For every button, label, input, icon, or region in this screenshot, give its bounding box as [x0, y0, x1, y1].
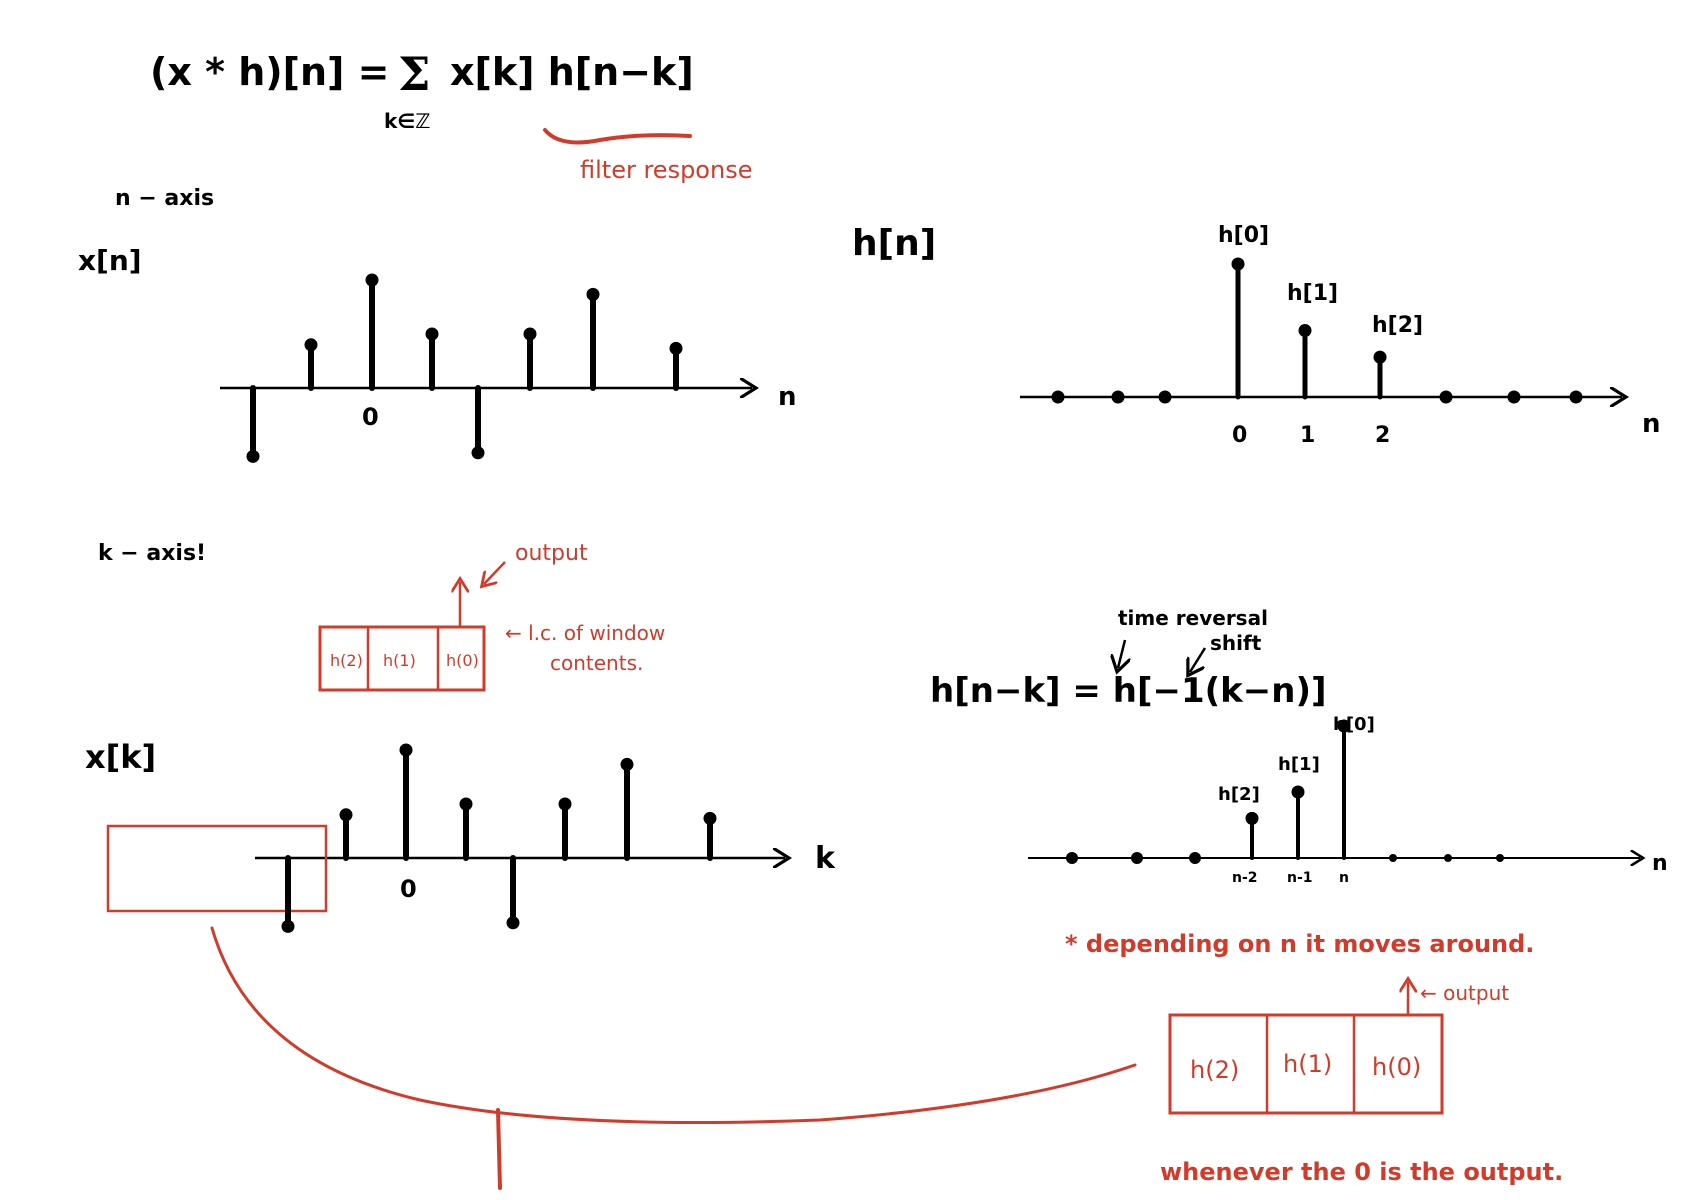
window-zoom: h(2) h(1) h(0) ← output whenever the 0 i… [210, 926, 1563, 1190]
formula-sum-index: k∈ℤ [384, 109, 430, 133]
time-reversal-label: time reversal [1118, 606, 1268, 630]
xn-axis-var: n [778, 382, 797, 412]
zoom-cell-2: h(0) [1372, 1053, 1421, 1081]
window-note-cell-1: h(1) [383, 651, 416, 670]
hn-tick-0: 0 [1232, 423, 1247, 448]
hn-stem-head-0 [1231, 257, 1245, 271]
hn-zero-sample-3 [1439, 390, 1453, 404]
hr-zero-sample-5 [1496, 854, 1504, 862]
convolution-formula: (x * h)[n] = Σ k∈ℤ x[k] h[n−k] filter re… [150, 47, 752, 184]
xk-stem-head-6 [620, 757, 634, 771]
sliding-window-box [106, 824, 328, 913]
xk-stem-head-4 [506, 916, 520, 930]
zoom-window-box [1168, 1013, 1444, 1115]
hr-stem-label-2: h[0] [1333, 714, 1375, 735]
xn-stem-plot: x[n] n 0 [78, 244, 797, 463]
filter-response-brace [543, 128, 692, 145]
zoom-cell-0: h(2) [1190, 1056, 1239, 1084]
hr-zero-sample-0 [1066, 852, 1078, 864]
window-note-line1: ← l.c. of window [505, 621, 665, 645]
xk-zero-tick: 0 [400, 875, 417, 903]
xn-zero-tick: 0 [362, 403, 379, 431]
xk-stem-head-5 [558, 797, 572, 811]
window-note-output-label: output [515, 541, 588, 566]
xn-stem-head-0 [246, 449, 260, 463]
hn-zero-sample-2 [1158, 390, 1172, 404]
xk-stem-head-7 [703, 811, 717, 825]
hn-label: h[n] [852, 223, 936, 264]
hn-stem-label-0: h[0] [1218, 223, 1269, 248]
hn-zero-sample-5 [1569, 390, 1583, 404]
hr-zero-sample-4 [1444, 854, 1452, 862]
hr-stem-head-0 [1245, 811, 1259, 825]
hr-tick-1: n-1 [1287, 870, 1313, 886]
window-note-cell-2: h(0) [446, 651, 479, 670]
k-axis-heading: k − axis! [98, 541, 206, 566]
xk-stem-plot: x[k] k 0 [85, 738, 836, 933]
hn-zero-sample-4 [1507, 390, 1521, 404]
hn-tick-2: 2 [1375, 423, 1390, 448]
depending-note: * depending on n it moves around. [1065, 930, 1534, 958]
hn-stem-head-1 [1298, 324, 1312, 337]
formula-lhs: (x * h)[n] = [150, 50, 390, 94]
xn-stem-head-4 [471, 446, 485, 460]
hn-zero-sample-0 [1051, 390, 1065, 404]
xn-stem-head-3 [425, 327, 439, 341]
xn-label: x[n] [78, 244, 142, 277]
formula-rhs: x[k] h[n−k] [450, 50, 694, 94]
hn-stem-plot: h[n] n h[0] h[1] h[2] 0 1 2 [852, 223, 1661, 448]
n-axis-heading: n − axis [115, 186, 214, 211]
window-note-cell-0: h(2) [330, 651, 363, 670]
reversed-h-stem-plot: time reversal shift h[n−k] = h[−1(k−n)] … [930, 606, 1668, 958]
hn-axis-var: n [1642, 409, 1661, 439]
xk-stem-head-3 [459, 797, 473, 811]
hn-tick-1: 1 [1300, 423, 1315, 448]
hr-zero-sample-1 [1131, 852, 1143, 864]
window-note-line2: contents. [550, 651, 643, 675]
xk-label: x[k] [85, 738, 156, 776]
hn-zero-sample-1 [1111, 390, 1125, 404]
hn-stem-label-1: h[1] [1287, 281, 1338, 306]
reversed-equation: h[n−k] = h[−1(k−n)] [930, 671, 1327, 711]
reversed-axis-var: n [1652, 851, 1668, 876]
hr-stem-head-1 [1291, 785, 1305, 799]
hr-zero-sample-2 [1189, 852, 1201, 864]
window-note-box [318, 625, 486, 692]
bottom-note: whenever the 0 is the output. [1160, 1158, 1563, 1186]
xk-stem-head-0 [281, 919, 295, 933]
xn-stem-head-6 [586, 287, 600, 301]
xn-stem-head-1 [304, 338, 318, 352]
xn-stem-head-5 [523, 327, 537, 341]
hr-zero-sample-3 [1389, 854, 1397, 862]
hr-tick-0: n-2 [1232, 870, 1258, 886]
zoom-cell-1: h(1) [1283, 1050, 1332, 1078]
hr-stem-label-0: h[2] [1218, 784, 1260, 805]
hn-stem-label-2: h[2] [1372, 313, 1423, 338]
hr-stem-head-2 [1337, 719, 1351, 733]
filter-response-label: filter response [580, 156, 752, 184]
hr-stem-label-1: h[1] [1278, 754, 1320, 775]
window-note: h(2) h(1) h(0) output ← l.c. of window c… [318, 541, 665, 692]
xn-stem-head-2 [365, 273, 379, 287]
formula-sigma: Σ [398, 47, 431, 101]
xk-axis-var: k [815, 841, 836, 876]
zoom-output-label: ← output [1420, 981, 1509, 1005]
hn-stem-head-2 [1373, 350, 1387, 364]
xk-stem-head-1 [339, 808, 353, 822]
xk-stem-head-2 [399, 743, 413, 757]
zoom-bracket [210, 926, 1137, 1124]
xn-stem-head-7 [669, 341, 683, 355]
hr-tick-2: n [1339, 870, 1349, 886]
shift-label: shift [1210, 631, 1262, 655]
